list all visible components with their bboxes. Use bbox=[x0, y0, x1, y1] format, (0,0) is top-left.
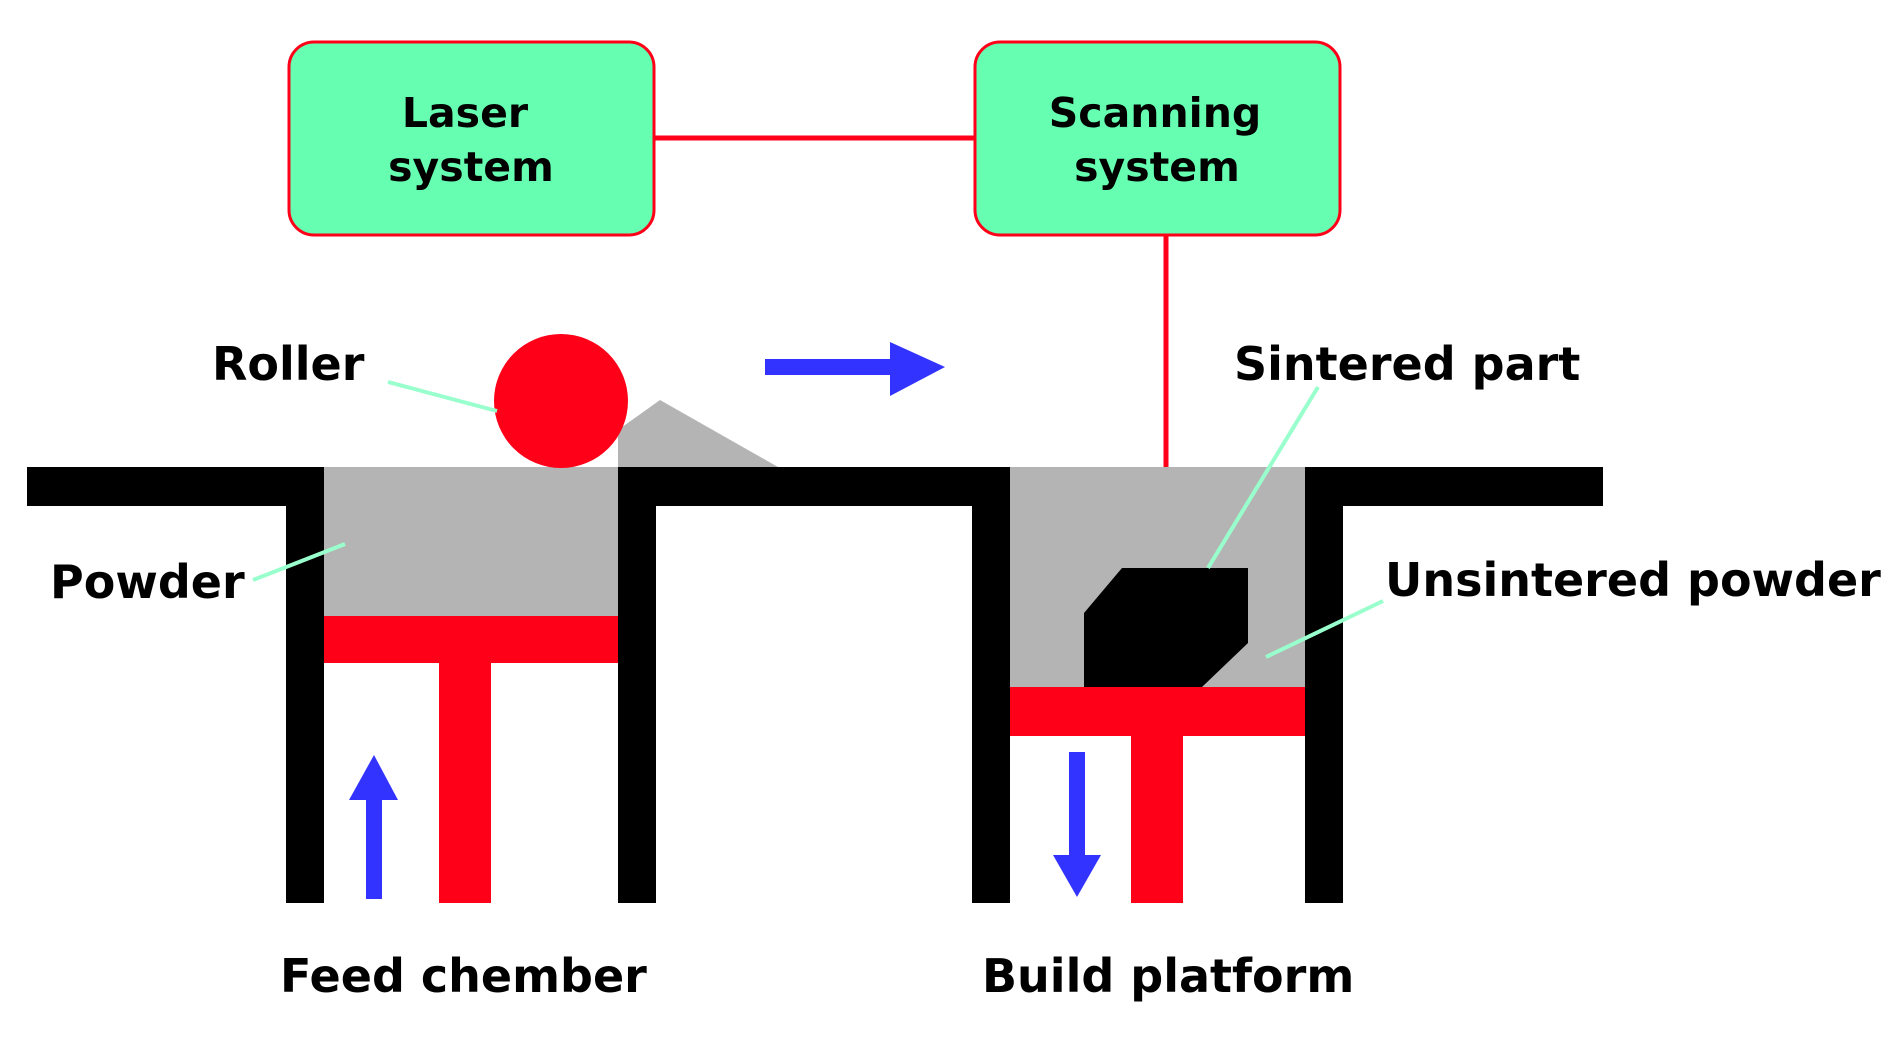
build-down-arrow-icon bbox=[1053, 752, 1101, 897]
roller-direction-arrow-icon bbox=[765, 342, 945, 396]
roller-leader bbox=[387, 380, 498, 413]
powder-label: Powder bbox=[50, 555, 245, 609]
feed-piston bbox=[324, 616, 618, 903]
scanning-system-line1: Scanning bbox=[1049, 89, 1261, 137]
leader-lines bbox=[252, 380, 1384, 659]
feed-up-arrow-icon bbox=[349, 755, 398, 899]
feed-powder bbox=[324, 467, 618, 616]
build-piston bbox=[1010, 687, 1305, 903]
feed-chamber-label: Feed chember bbox=[280, 949, 647, 1003]
laser-system-line2: system bbox=[388, 143, 554, 191]
scanning-system-box: Scanning system bbox=[973, 40, 1342, 237]
scanning-system-line2: system bbox=[1074, 143, 1240, 191]
sintered-part bbox=[1084, 568, 1248, 687]
laser-system-box: Laser system bbox=[287, 40, 656, 237]
laser-system-line1: Laser bbox=[402, 89, 529, 137]
roller bbox=[494, 334, 628, 468]
unsintered-powder-leader bbox=[1265, 599, 1384, 659]
sintered-part-leader bbox=[1206, 385, 1320, 570]
unsintered-powder-label: Unsintered powder bbox=[1385, 553, 1881, 607]
build-platform-label: Build platform bbox=[982, 949, 1354, 1003]
machine-walls bbox=[27, 467, 1603, 903]
powder-leader bbox=[252, 542, 346, 582]
roller-label: Roller bbox=[212, 337, 365, 391]
sintered-part-label: Sintered part bbox=[1234, 337, 1580, 391]
powder-mound bbox=[618, 400, 778, 467]
